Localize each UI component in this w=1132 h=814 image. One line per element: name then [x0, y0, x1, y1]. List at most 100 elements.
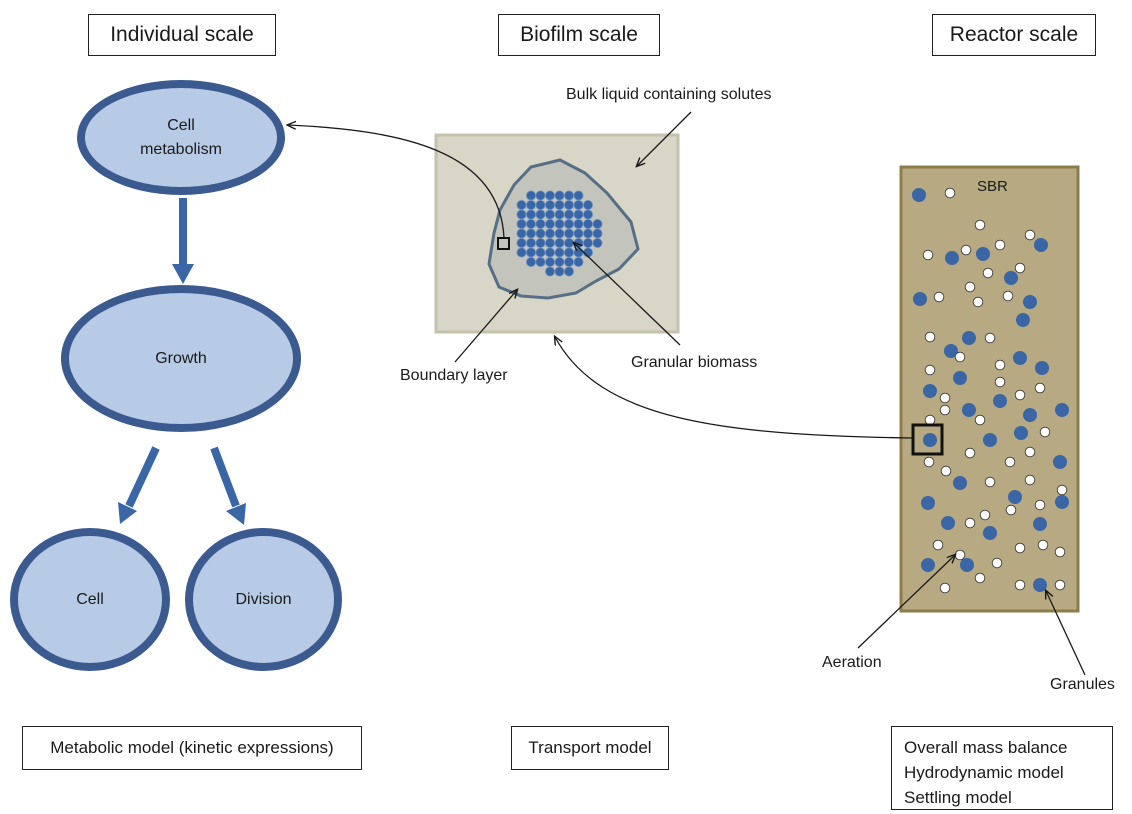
biomass-cell	[545, 199, 556, 210]
biomass-cell	[526, 190, 537, 201]
granule-particle	[1014, 426, 1028, 440]
pointer-granules	[1046, 591, 1086, 676]
biomass-cell	[545, 190, 556, 201]
air-bubble	[933, 291, 945, 303]
biomass-cell	[583, 237, 594, 248]
granule-particle	[944, 344, 958, 358]
air-bubble	[923, 456, 935, 468]
biomass-cell	[535, 237, 546, 248]
biomass-cell	[545, 228, 556, 239]
biomass-cell	[526, 199, 537, 210]
biomass-cell	[526, 247, 537, 258]
label-sbr: SBR	[977, 178, 1008, 195]
granule-particle	[1033, 578, 1047, 592]
granule-particle	[983, 526, 997, 540]
granule-particle	[962, 331, 976, 345]
link-arrow-biofilm-to-cell	[288, 125, 505, 239]
air-bubble	[1054, 579, 1066, 591]
biomass-cell	[516, 199, 527, 210]
granular-biomass-cluster	[516, 190, 603, 277]
air-bubble	[1034, 499, 1046, 511]
reactor-particles	[912, 187, 1069, 594]
flow-arrow-growth-division	[210, 446, 246, 525]
biomass-cell	[554, 218, 565, 229]
node-growth: Growth	[61, 285, 301, 432]
transport-model-box: Transport model	[511, 726, 669, 770]
link-arrow-reactor-to-biofilm	[555, 337, 913, 439]
granule-particle	[1035, 361, 1049, 375]
air-bubble	[932, 539, 944, 551]
pointer-aeration	[857, 555, 955, 649]
granule-particle	[1023, 295, 1037, 309]
air-bubble	[1054, 546, 1066, 558]
air-bubble	[924, 331, 936, 343]
granule-particle	[953, 371, 967, 385]
granule-particle	[941, 516, 955, 530]
granule-particle	[1008, 490, 1022, 504]
biomass-cell	[554, 247, 565, 258]
biomass-cell	[592, 218, 603, 229]
air-bubble	[939, 582, 951, 594]
biomass-cell	[516, 228, 527, 239]
flow-arrow-growth-cell	[118, 446, 160, 524]
air-bubble	[954, 351, 966, 363]
biomass-cell	[554, 209, 565, 220]
granule-particle	[1023, 408, 1037, 422]
biomass-cell	[526, 256, 537, 267]
biomass-cell	[564, 190, 575, 201]
biomass-cell	[526, 209, 537, 220]
air-bubble	[1039, 426, 1051, 438]
granule-particle	[993, 394, 1007, 408]
biomass-cell	[545, 256, 556, 267]
biomass-cell	[535, 199, 546, 210]
node-cell-metabolism-line2: metabolism	[140, 140, 222, 158]
granule-particle	[1016, 313, 1030, 327]
air-bubble	[984, 332, 996, 344]
air-bubble	[954, 549, 966, 561]
metabolic-model-box: Metabolic model (kinetic expressions)	[22, 726, 362, 770]
air-bubble	[939, 404, 951, 416]
model-settling: Settling model	[904, 788, 1012, 807]
air-bubble	[924, 414, 936, 426]
label-granular-biomass: Granular biomass	[631, 354, 758, 371]
biomass-cell	[526, 218, 537, 229]
reactor-scale-header: Reactor scale	[932, 14, 1096, 56]
biomass-cell	[564, 256, 575, 267]
biomass-cell	[564, 266, 575, 277]
biomass-cell	[554, 228, 565, 239]
air-bubble	[994, 376, 1006, 388]
biomass-cell	[535, 228, 546, 239]
air-bubble	[960, 244, 972, 256]
biomass-cell	[573, 218, 584, 229]
biomass-cell	[526, 237, 537, 248]
air-bubble	[1005, 504, 1017, 516]
air-bubble	[1024, 446, 1036, 458]
biomass-cell	[554, 266, 565, 277]
biomass-cell	[535, 218, 546, 229]
air-bubble	[1024, 474, 1036, 486]
model-hydrodynamic: Hydrodynamic model	[904, 763, 1064, 782]
air-bubble	[994, 359, 1006, 371]
air-bubble	[991, 557, 1003, 569]
biomass-cell	[554, 199, 565, 210]
air-bubble	[940, 465, 952, 477]
air-bubble	[922, 249, 934, 261]
biomass-cell	[592, 228, 603, 239]
zoom-marker-reactor	[911, 423, 944, 456]
biomass-cell	[535, 256, 546, 267]
biomass-cell	[545, 247, 556, 258]
air-bubble	[1002, 290, 1014, 302]
granule-particle	[953, 476, 967, 490]
granule-particle	[1055, 495, 1069, 509]
label-boundary-layer: Boundary layer	[400, 367, 508, 384]
biomass-cell	[535, 209, 546, 220]
node-cell: Cell	[10, 528, 170, 671]
air-bubble	[1004, 456, 1016, 468]
biomass-cell	[526, 228, 537, 239]
air-bubble	[974, 219, 986, 231]
biomass-cell	[573, 199, 584, 210]
model-overall-mass-balance: Overall mass balance	[904, 738, 1068, 757]
granule-particle	[1013, 351, 1027, 365]
biomass-cell	[583, 209, 594, 220]
biomass-cell	[545, 218, 556, 229]
